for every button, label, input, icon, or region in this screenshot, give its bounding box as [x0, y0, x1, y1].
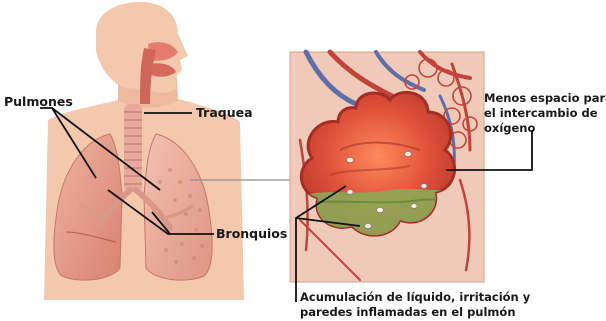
label-fluid-line1: Acumulación de líquido, irritación y: [300, 290, 530, 305]
label-trachea: Traquea: [196, 105, 253, 120]
label-lungs: Pulmones: [4, 94, 73, 109]
label-less-space-line3: oxígeno: [484, 121, 606, 136]
label-less-space: Menos espacio para el intercambio de oxí…: [484, 91, 606, 136]
label-bronchi: Bronquios: [216, 226, 287, 241]
trachea: [124, 104, 142, 192]
label-less-space-line1: Menos espacio para: [484, 91, 606, 106]
label-fluid: Acumulación de líquido, irritación y par…: [300, 290, 530, 320]
label-fluid-line2: paredes inflamadas en el pulmón: [300, 305, 530, 320]
label-less-space-line2: el intercambio de: [484, 106, 606, 121]
magnified-alveoli-panel: [290, 52, 484, 282]
human-torso-figure: [44, 2, 244, 300]
